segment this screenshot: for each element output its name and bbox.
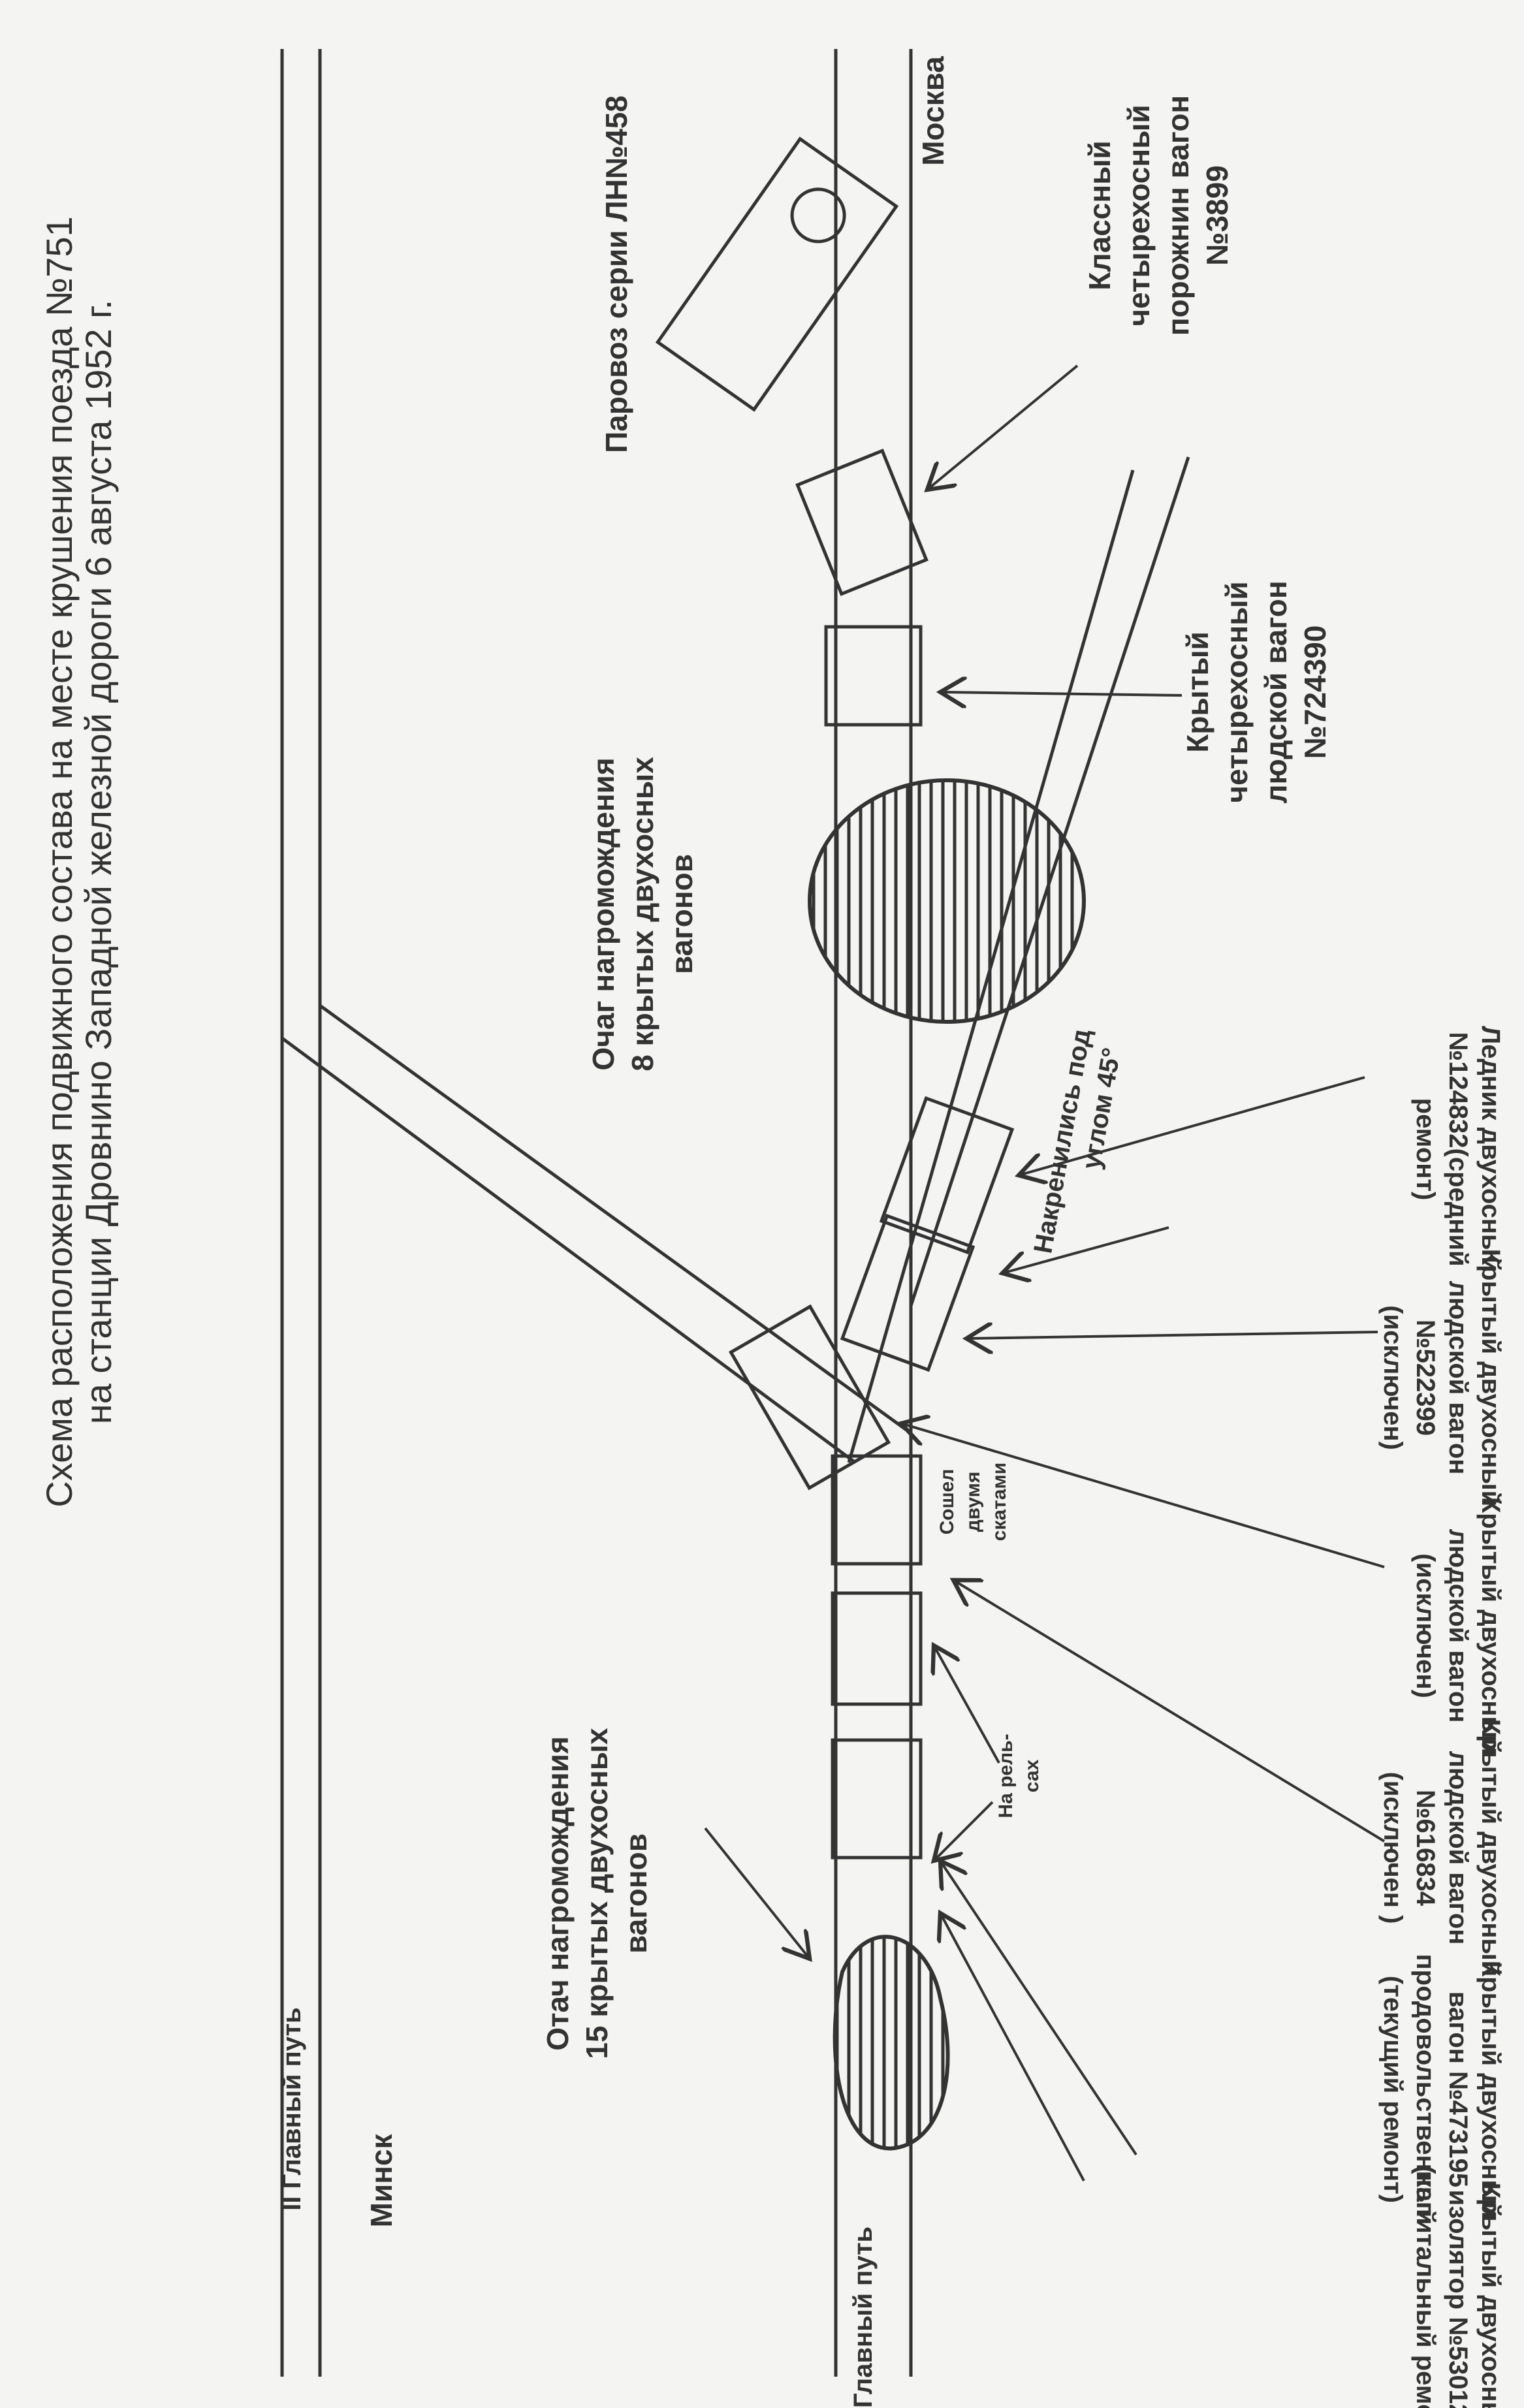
- label-line: четырехосный: [1220, 581, 1254, 802]
- car-522399: [840, 1213, 976, 1372]
- label-line: порожнин вагон: [1161, 95, 1195, 336]
- label-line: ремонт): [1411, 1098, 1440, 1201]
- label-line: Крытый двухосный: [1476, 1961, 1505, 2219]
- locomotive-label: Паровоз серии ЛН№458: [599, 95, 633, 453]
- label-line: сах: [1021, 1759, 1043, 1792]
- car-124832: [879, 1096, 1015, 1255]
- track-ii-label: II Главный путь: [278, 2007, 306, 2210]
- label-car-522399: Крытый двухосный людской вагон №522399 (…: [1378, 1249, 1505, 1507]
- arrow-522399: [966, 1332, 1378, 1339]
- arrow-excluded: [901, 1423, 1385, 1568]
- label-line: Отач нагромождения: [541, 1736, 575, 2051]
- arrows: [704, 364, 1386, 2181]
- label-line: №3899: [1200, 165, 1234, 266]
- diagram-shape: [319, 1004, 912, 1435]
- label-line: Ледник двухосный: [1476, 1026, 1505, 1273]
- diagram-shape: [833, 1935, 950, 2151]
- diagram-shape: [655, 136, 899, 412]
- label-line: Крытый двухосный: [1476, 1497, 1505, 1755]
- label-line: (исключен): [1411, 1553, 1440, 1698]
- track-i-label: I Главный путь: [849, 2226, 878, 2408]
- label-line: Крытый двухосный: [1476, 2183, 1505, 2408]
- label-line: №616834: [1411, 1790, 1440, 1907]
- car-excluded: [728, 1304, 891, 1491]
- title-line-2: на станции Дровнино Западной железной до…: [78, 300, 119, 1424]
- label-line: вагонов: [619, 1833, 653, 1954]
- label-line: 8 крытых двухосных: [626, 757, 659, 1071]
- arrow-narels-2: [934, 1801, 994, 1861]
- label-na-relsah: На рель- сах: [995, 1734, 1043, 1818]
- label-line: Очаг нагромождения: [586, 757, 620, 1070]
- arrow-narels-1: [934, 1645, 1000, 1764]
- locomotive: [655, 136, 899, 412]
- arrow-616834: [953, 1580, 1386, 1843]
- label-line: Крытый: [1181, 631, 1214, 753]
- title-line-1: Схема расположения подвижного состава на…: [39, 216, 80, 1507]
- label-line: продовольственный: [1411, 1954, 1440, 2225]
- car-473195: [831, 1738, 923, 1860]
- label-nakrenilis: Накренились под углом 45°: [1028, 1027, 1126, 1256]
- arrow-krytyi4: [940, 692, 1183, 695]
- label-line: На рель-: [995, 1734, 1017, 1818]
- label-line: Крытый двухосный: [1476, 1249, 1505, 1507]
- label-krytyi-724390: Крытый четырехосный людской вагон №72439…: [1181, 580, 1332, 803]
- label-line: №724390: [1298, 626, 1332, 759]
- label-line: №522399: [1411, 1320, 1440, 1436]
- label-ochag-8: Очаг нагромождения 8 крытых двухосных ва…: [586, 757, 699, 1071]
- car-616834: [831, 1591, 923, 1706]
- label-line: скатами: [989, 1463, 1010, 1541]
- label-line: (исключен ): [1378, 1772, 1407, 1924]
- arrow-klass: [927, 364, 1079, 490]
- crossover: [281, 1004, 912, 1465]
- label-lednik-124832: Ледник двухосный №124832(средний ремонт): [1411, 1026, 1505, 1273]
- label-klass-3899: Классный четырехосный порожнин вагон №38…: [1083, 95, 1234, 336]
- label-car-530125: Крытый двухосный изолятор №530125 (капит…: [1411, 2166, 1505, 2408]
- label-car-excluded: Крытый двухосный людской вагон (исключен…: [1411, 1497, 1505, 1755]
- arrow-473195: [940, 1861, 1137, 2156]
- diagram-shape: [790, 187, 846, 244]
- label-ochag-15: Отач нагромождения 15 крытых двухосных в…: [541, 1728, 653, 2059]
- diagram-shape: [795, 449, 929, 596]
- label-line: людской вагон: [1259, 580, 1293, 803]
- car-3899: [795, 449, 929, 596]
- minsk-label: Минск: [364, 2134, 398, 2228]
- title: Схема расположения подвижного состава на…: [39, 216, 119, 1507]
- label-soshel: Сошел двумя скатами: [936, 1463, 1010, 1541]
- label-line: Классный: [1083, 140, 1117, 290]
- blob-15-cars: [833, 1935, 950, 2151]
- diagram-shape: [281, 1036, 857, 1465]
- arrow-ochag15: [704, 1827, 810, 1959]
- label-car-473195: Крытый двухосный вагон №473195 продоволь…: [1378, 1954, 1505, 2225]
- blob-8-cars: [808, 778, 1086, 1024]
- arrow-lednik: [1019, 1076, 1365, 1175]
- diagram-shape: [879, 1096, 1015, 1255]
- label-line: двумя: [962, 1472, 984, 1532]
- label-line: людской вагон: [1444, 1529, 1472, 1723]
- arrow-530125: [940, 1913, 1085, 2181]
- car-derailed: [831, 1454, 923, 1566]
- label-line: Крытый двухосный: [1476, 1719, 1505, 1977]
- label-line: (капитальный ремонт): [1411, 2166, 1440, 2408]
- label-line: людской вагон: [1444, 1281, 1472, 1475]
- label-line: вагонов: [665, 854, 699, 974]
- label-car-616834: Крытый двухосный людской вагон №616834 (…: [1378, 1719, 1505, 1977]
- diagram-shape: [840, 1213, 976, 1372]
- label-line: (текущий ремонт): [1378, 1976, 1407, 2203]
- diagram-shape: [808, 778, 1086, 1024]
- label-line: №124832(средний: [1444, 1032, 1472, 1266]
- label-line: 15 крытых двухосных: [580, 1728, 614, 2059]
- track-ii: [280, 49, 322, 2377]
- label-line: (исключен): [1378, 1305, 1407, 1450]
- arrow-nakren: [1002, 1226, 1169, 1273]
- label-line: Сошел: [936, 1469, 958, 1535]
- moscow-label: Москва: [916, 56, 950, 166]
- diagram-shape: [728, 1304, 891, 1491]
- label-line: изолятор №530125: [1444, 2190, 1472, 2408]
- label-line: четырехосный: [1122, 104, 1156, 326]
- label-line: вагон №473195: [1444, 1991, 1472, 2187]
- car-724390: [824, 625, 923, 727]
- label-line: людской вагон: [1444, 1751, 1472, 1945]
